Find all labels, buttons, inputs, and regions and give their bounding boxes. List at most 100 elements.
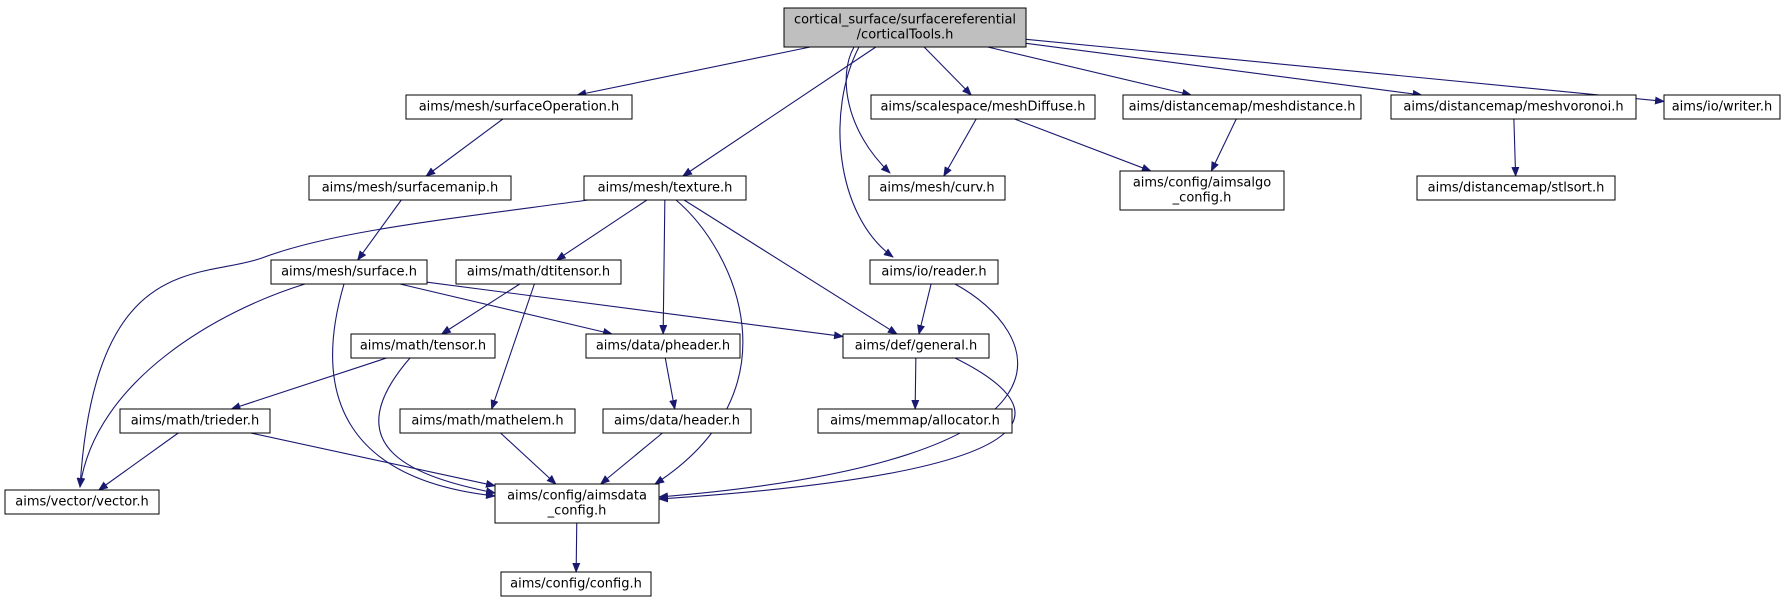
node-box[interactable] [585, 333, 741, 359]
node-surfaceOperation[interactable]: aims/mesh/surfaceOperation.h [405, 94, 633, 120]
edge-texture-to-vector [76, 199, 589, 488]
node-label: aims/scalespace/meshDiffuse.h [880, 100, 1085, 115]
edge-root-to-curv [845, 46, 891, 174]
edge-texture-to-aimsdata [654, 199, 744, 485]
node-dtitensor[interactable]: aims/math/dtitensor.h [455, 259, 622, 285]
node-box[interactable] [399, 408, 576, 434]
edge-general-to-allocator [911, 357, 920, 410]
node-box[interactable] [870, 94, 1096, 120]
edge-trieder-to-aimsdata [250, 432, 496, 488]
node-meshdistance[interactable]: aims/distancemap/meshdistance.h [1122, 94, 1362, 120]
node-tensor[interactable]: aims/math/tensor.h [350, 333, 496, 359]
node-header[interactable]: aims/data/header.h [602, 408, 752, 434]
node-label: aims/distancemap/meshdistance.h [1129, 100, 1356, 115]
node-box[interactable] [270, 259, 428, 285]
node-meshDiffuse[interactable]: aims/scalespace/meshDiffuse.h [870, 94, 1096, 120]
node-box[interactable] [4, 489, 160, 515]
node-label: aims/io/writer.h [1672, 100, 1773, 115]
edge-header-to-aimsdata [599, 432, 663, 485]
edge-tensor-to-aimsdata [378, 357, 496, 496]
node-allocator[interactable]: aims/memmap/allocator.h [817, 408, 1013, 434]
node-box[interactable] [602, 408, 752, 434]
node-box[interactable] [405, 94, 633, 120]
node-label: aims/mesh/curv.h [879, 181, 994, 196]
node-box[interactable] [1119, 170, 1285, 211]
node-box[interactable] [1390, 94, 1637, 120]
node-reader[interactable]: aims/io/reader.h [869, 259, 999, 285]
node-box[interactable] [817, 408, 1013, 434]
edge-root-to-texture [682, 46, 877, 177]
node-box[interactable] [1663, 94, 1781, 120]
node-label: _config.h [547, 504, 607, 519]
edge-reader-to-aimsdata [658, 283, 1019, 501]
node-label: aims/data/header.h [614, 414, 740, 429]
node-trieder[interactable]: aims/math/trieder.h [119, 408, 271, 434]
edge-tensor-to-trieder [230, 357, 387, 410]
node-meshvoronoi[interactable]: aims/distancemap/meshvoronoi.h [1390, 94, 1637, 120]
edge-surfacemanip-to-surface [357, 199, 402, 261]
node-box[interactable] [308, 175, 512, 201]
node-label: aims/def/general.h [855, 339, 977, 354]
node-box[interactable] [500, 571, 652, 597]
edge-surface-to-aimsdata [332, 283, 496, 499]
node-curv[interactable]: aims/mesh/curv.h [868, 175, 1006, 201]
edge-surfaceOperation-to-surfacemanip [425, 118, 504, 177]
node-label: aims/distancemap/stlsort.h [1428, 181, 1605, 196]
nodes-layer: cortical_surface/surfacereferential/cort… [4, 7, 1781, 597]
node-surfacemanip[interactable]: aims/mesh/surfacemanip.h [308, 175, 512, 201]
node-box[interactable] [868, 175, 1006, 201]
node-box[interactable] [1416, 175, 1616, 201]
node-vector[interactable]: aims/vector/vector.h [4, 489, 160, 515]
node-label: _config.h [1172, 191, 1232, 206]
edge-meshDiffuse-to-aimsalgo [1014, 118, 1152, 172]
node-label: aims/math/tensor.h [360, 339, 486, 354]
node-aimsdata[interactable]: aims/config/aimsdata_config.h [494, 483, 660, 524]
node-aimsalgo[interactable]: aims/config/aimsalgo_config.h [1119, 170, 1285, 211]
node-texture[interactable]: aims/mesh/texture.h [583, 175, 747, 201]
edge-root-to-reader [839, 46, 894, 258]
node-box[interactable] [494, 483, 660, 524]
node-writer[interactable]: aims/io/writer.h [1663, 94, 1781, 120]
node-box[interactable] [842, 333, 990, 359]
node-label: aims/mesh/surface.h [281, 265, 417, 280]
node-pheader[interactable]: aims/data/pheader.h [585, 333, 741, 359]
node-box[interactable] [455, 259, 622, 285]
edge-root-to-writer [1025, 38, 1665, 105]
node-label: cortical_surface/surfacereferential [794, 13, 1016, 28]
node-label: aims/math/mathelem.h [411, 414, 563, 429]
node-box[interactable] [869, 259, 999, 285]
edge-root-to-meshdistance [987, 46, 1193, 97]
node-box[interactable] [783, 7, 1027, 48]
node-root[interactable]: cortical_surface/surfacereferential/cort… [783, 7, 1027, 48]
node-label: aims/io/reader.h [881, 265, 986, 280]
node-surface[interactable]: aims/mesh/surface.h [270, 259, 428, 285]
edge-root-to-meshvoronoi [1025, 42, 1423, 98]
edge-surface-to-general [426, 281, 844, 340]
edge-meshvoronoi-to-stlsort [1511, 118, 1520, 177]
node-label: aims/vector/vector.h [15, 495, 148, 510]
node-label: aims/memmap/allocator.h [830, 414, 1000, 429]
node-box[interactable] [119, 408, 271, 434]
node-label: aims/data/pheader.h [596, 339, 730, 354]
edge-mathelem-to-aimsdata [500, 432, 557, 485]
node-label: aims/mesh/surfacemanip.h [322, 181, 499, 196]
edge-meshDiffuse-to-curv [943, 118, 977, 177]
node-box[interactable] [350, 333, 496, 359]
edge-texture-to-pheader [659, 199, 668, 335]
node-label: aims/config/aimsalgo [1133, 176, 1271, 191]
node-config[interactable]: aims/config/config.h [500, 571, 652, 597]
node-stlsort[interactable]: aims/distancemap/stlsort.h [1416, 175, 1616, 201]
edge-surface-to-vector [77, 283, 306, 488]
edge-trieder-to-vector [97, 432, 179, 491]
edge-dtitensor-to-mathelem [490, 283, 535, 410]
node-label: /corticalTools.h [857, 28, 954, 43]
edges-layer [76, 38, 1665, 573]
node-box[interactable] [583, 175, 747, 201]
node-mathelem[interactable]: aims/math/mathelem.h [399, 408, 576, 434]
node-box[interactable] [1122, 94, 1362, 120]
node-general[interactable]: aims/def/general.h [842, 333, 990, 359]
edge-root-to-meshDiffuse [923, 46, 972, 96]
edge-meshdistance-to-aimsalgo [1210, 118, 1237, 172]
edge-surface-to-pheader [399, 283, 614, 336]
